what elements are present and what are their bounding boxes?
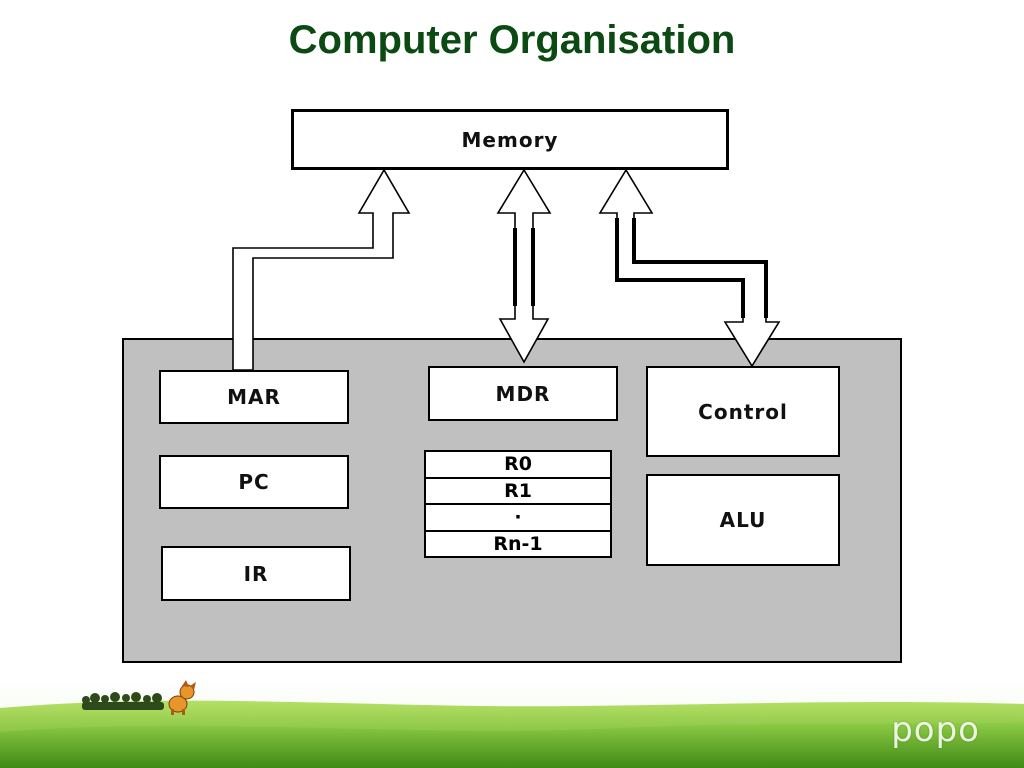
- address-bus-arrow: [232, 168, 411, 371]
- alu-box: ALU: [646, 474, 840, 566]
- pc-box: PC: [159, 455, 349, 509]
- control-label: Control: [698, 399, 788, 424]
- register-file: R0 R1 · Rn-1: [424, 450, 612, 558]
- mar-label: MAR: [227, 385, 281, 409]
- control-bus-arrow: [598, 168, 781, 368]
- register-r0: R0: [426, 452, 610, 479]
- dog-mascot-icon: [168, 680, 196, 715]
- control-box: Control: [646, 366, 840, 457]
- grass-footer: [0, 676, 1024, 768]
- memory-box: Memory: [291, 109, 729, 170]
- ir-box: IR: [161, 546, 351, 601]
- mdr-label: MDR: [495, 381, 551, 406]
- mdr-box: MDR: [428, 366, 618, 421]
- alu-label: ALU: [719, 508, 767, 532]
- slide-title: Computer Organisation: [288, 18, 736, 62]
- register-ellipsis: ·: [426, 505, 610, 532]
- mar-box: MAR: [159, 370, 349, 424]
- register-rn-1: Rn-1: [493, 532, 543, 555]
- register-r1: R1: [426, 479, 610, 505]
- tree-line-icon: [82, 692, 164, 710]
- pc-label: PC: [238, 470, 270, 494]
- memory-label: Memory: [461, 127, 559, 152]
- brand-logo: popo: [891, 710, 980, 750]
- data-bus-arrow: [496, 168, 552, 364]
- ir-label: IR: [243, 561, 269, 586]
